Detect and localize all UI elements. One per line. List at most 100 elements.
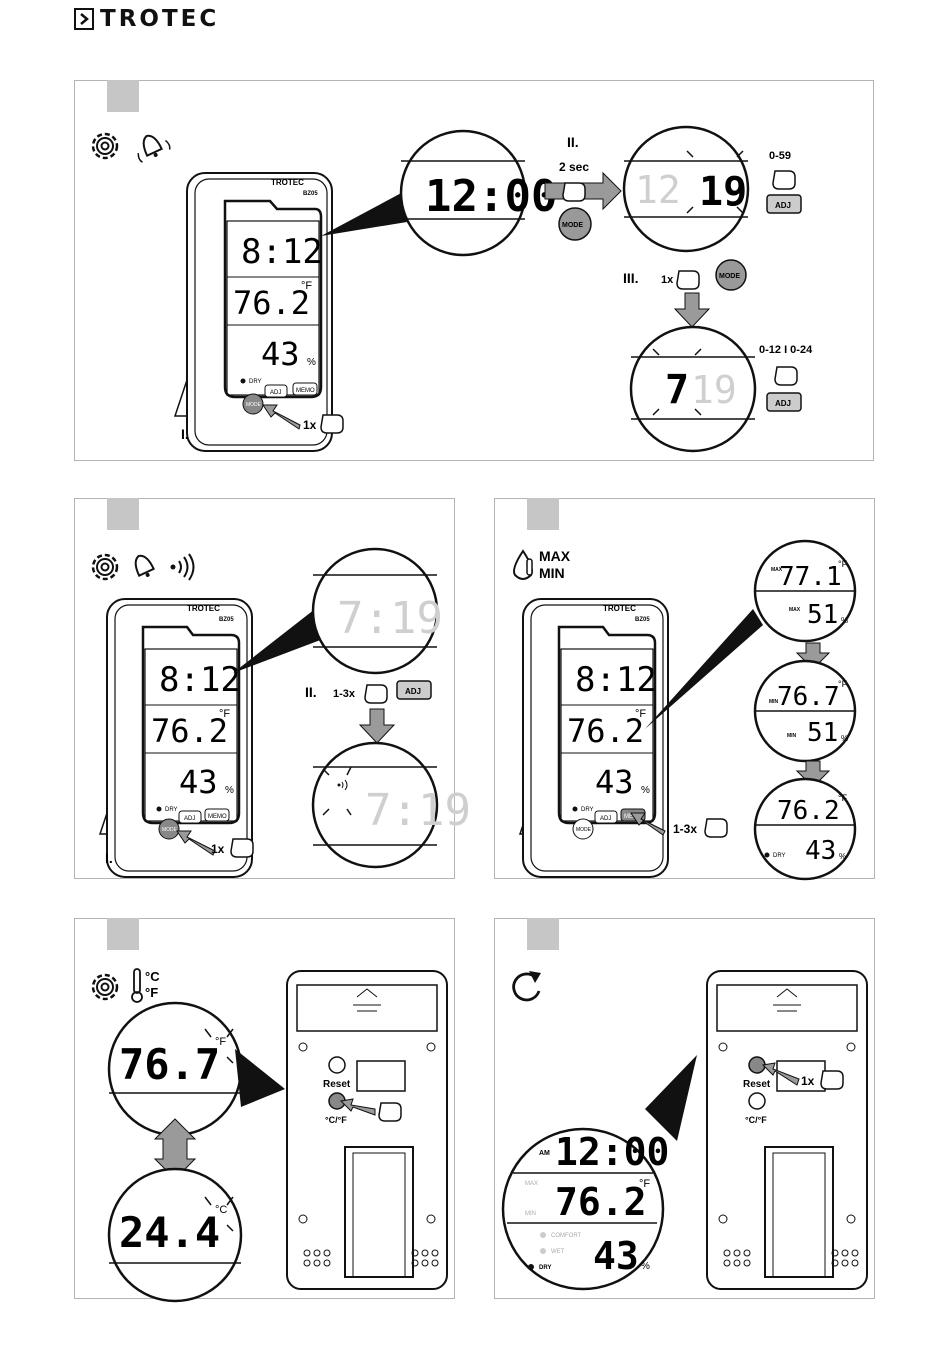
max-min-label-max: MAX bbox=[539, 548, 571, 564]
minutes-range-label: 0-59 bbox=[769, 150, 791, 162]
display-time: 12:00 bbox=[555, 1130, 669, 1174]
min-hum-unit: % bbox=[841, 734, 848, 743]
swap-double-arrow bbox=[153, 1118, 197, 1180]
reset-label: Reset bbox=[323, 1079, 351, 1090]
mode-button[interactable]: MODE bbox=[158, 818, 180, 840]
zoom-time-dim: 7:19 bbox=[365, 785, 471, 836]
current-humidity: 43 bbox=[805, 836, 836, 866]
reset-button[interactable] bbox=[328, 1056, 346, 1074]
thermo-hygrometer-device bbox=[518, 598, 669, 878]
svg-text:ADJ: ADJ bbox=[775, 399, 791, 408]
wet-indicator: WET bbox=[551, 1249, 565, 1255]
press-count-label: 1x bbox=[661, 274, 674, 286]
memo-button[interactable]: MEMO bbox=[204, 808, 230, 822]
brand-chevron-icon bbox=[74, 8, 94, 30]
press-count-label: 1x bbox=[211, 842, 225, 856]
blinking-minutes: 19 bbox=[699, 169, 747, 215]
adj-button-large[interactable]: ADJ bbox=[766, 194, 802, 214]
svg-text:ADJ: ADJ bbox=[270, 390, 281, 396]
press-count-label: 1-3x bbox=[333, 688, 356, 700]
press-arrow bbox=[339, 1098, 376, 1116]
step2-label: II. bbox=[305, 684, 317, 700]
am-indicator: AM bbox=[539, 1150, 550, 1157]
adj-button-large[interactable]: ADJ bbox=[396, 680, 432, 700]
step-number-tab bbox=[107, 498, 139, 530]
display-temp-unit: °F bbox=[639, 1178, 650, 1190]
max-humidity: 51 bbox=[807, 600, 838, 630]
settings-gear-icon bbox=[91, 553, 119, 581]
celsius-unit-indicator: °C bbox=[215, 1204, 227, 1216]
device-brand-label: TROTEC bbox=[271, 178, 304, 187]
press-arrow bbox=[176, 830, 216, 856]
max-min-label-min: MIN bbox=[539, 565, 565, 581]
zoom-circle-time bbox=[311, 547, 439, 675]
min-temp-unit: °F bbox=[838, 679, 848, 689]
svg-text:MODE: MODE bbox=[162, 827, 178, 833]
finger-press-icon bbox=[820, 1070, 844, 1090]
zoom-time-value: 12:00 bbox=[425, 171, 557, 222]
speaker-holes bbox=[723, 1249, 859, 1267]
unit-celsius-label: °C bbox=[145, 969, 160, 984]
panel-max-min: MAX MIN TROTEC BZ05 8:12 76.2 °F 43 % DR… bbox=[494, 498, 875, 881]
comfort-indicator: COMFORT bbox=[551, 1233, 582, 1239]
device-model-label: BZ05 bbox=[303, 191, 318, 197]
celsius-fahrenheit-button[interactable] bbox=[748, 1092, 766, 1110]
zoom-circle-hours bbox=[629, 325, 757, 453]
mode-button-large[interactable]: MODE bbox=[558, 207, 592, 241]
device-temp-unit: °F bbox=[635, 708, 646, 720]
alarm-bell-icon bbox=[137, 134, 171, 163]
down-arrow bbox=[795, 760, 831, 788]
max-temp-unit: °F bbox=[838, 559, 848, 569]
min-humidity: 51 bbox=[807, 718, 838, 748]
device-hum-unit: % bbox=[307, 357, 316, 368]
press-arrow bbox=[761, 1062, 800, 1086]
adj-button[interactable]: ADJ bbox=[178, 810, 202, 824]
step-number-tab bbox=[107, 918, 139, 950]
finger-press-icon bbox=[704, 818, 728, 838]
step2-label: II. bbox=[567, 134, 579, 150]
finger-press-icon bbox=[562, 182, 586, 202]
zoom-wedge bbox=[321, 191, 413, 236]
mode-button[interactable]: MODE bbox=[572, 818, 594, 840]
down-arrow bbox=[673, 292, 711, 328]
finger-press-icon bbox=[774, 366, 798, 386]
device-brand-label: TROTEC bbox=[187, 604, 220, 613]
step1-label: I. bbox=[105, 850, 113, 866]
zoom-wedge bbox=[645, 609, 763, 729]
reset-circular-arrow-icon bbox=[512, 971, 541, 1002]
device-dry-label: DRY bbox=[581, 807, 594, 813]
zoom-circle-time bbox=[399, 129, 527, 257]
svg-text:MODE: MODE bbox=[246, 402, 262, 408]
dim-minutes: 19 bbox=[691, 368, 737, 412]
mode-button-large[interactable]: MODE bbox=[715, 259, 747, 291]
hours-range-label: 0-12 I 0-24 bbox=[759, 344, 813, 356]
device-time: 8:12 bbox=[575, 660, 657, 700]
svg-text:MODE: MODE bbox=[719, 273, 740, 280]
device-dry-label: DRY bbox=[249, 379, 262, 385]
device-temp-unit: °F bbox=[219, 708, 230, 720]
step3-label: III. bbox=[623, 270, 639, 286]
device-model-label: BZ05 bbox=[635, 617, 650, 623]
press-count-label: 1x bbox=[801, 1074, 815, 1088]
zoom-circle-minutes bbox=[622, 125, 750, 253]
panel-reset: Reset °C/°F 1x AM 12:00 MAX MIN 76.2 °F … bbox=[494, 918, 875, 1299]
adj-button[interactable]: ADJ bbox=[264, 384, 288, 398]
brand-name: TROTEC bbox=[100, 6, 220, 32]
svg-text:MEMO: MEMO bbox=[208, 814, 227, 820]
cf-label: °C/°F bbox=[325, 1115, 347, 1125]
memo-button[interactable]: MEMO bbox=[292, 382, 318, 396]
device-dry-label: DRY bbox=[165, 807, 178, 813]
thermometer-icon bbox=[131, 968, 143, 1003]
device-humidity: 43 bbox=[179, 763, 218, 801]
zoom-wedge bbox=[235, 1049, 285, 1107]
max-indicator: MAX bbox=[525, 1181, 538, 1187]
fahrenheit-unit-indicator: °F bbox=[215, 1036, 226, 1048]
display-hum-unit: % bbox=[641, 1261, 650, 1272]
adj-button-large[interactable]: ADJ bbox=[766, 392, 802, 412]
adj-button[interactable]: ADJ bbox=[594, 810, 618, 824]
device-temperature: 76.2 bbox=[567, 712, 644, 750]
device-hum-unit: % bbox=[641, 785, 650, 796]
mode-button[interactable]: MODE bbox=[242, 393, 264, 415]
svg-text:MODE: MODE bbox=[576, 827, 592, 833]
sound-signal-icon bbox=[170, 553, 195, 581]
